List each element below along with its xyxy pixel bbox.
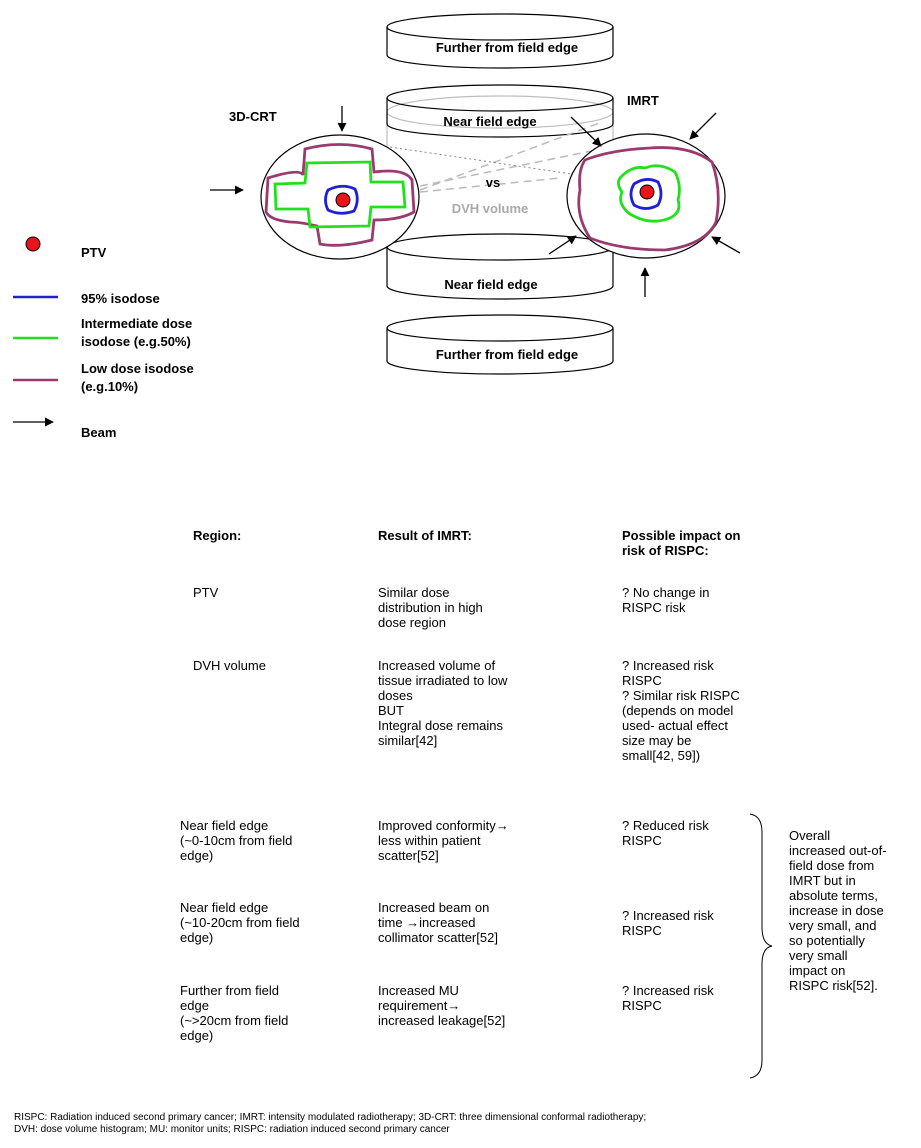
ptv-dot-3dcrt xyxy=(335,192,351,208)
row-result: Increased MU requirement→ increased leak… xyxy=(378,983,506,1028)
table-header-region: Region: xyxy=(193,528,242,543)
low-dose-isodose-3dcrt xyxy=(264,143,416,247)
table-header-result: Result of IMRT: xyxy=(378,528,472,543)
row-region: DVH volume xyxy=(193,658,266,673)
row-region: Further from field edge (~>20cm from fie… xyxy=(180,983,289,1043)
legend-label-intermediate: Intermediate dose isodose (e.g.50%) xyxy=(81,316,193,349)
row-result: Similar dose distribution in high dose r… xyxy=(378,585,483,630)
cylinder-top-further xyxy=(386,13,614,69)
legend-label-ptv: PTV xyxy=(81,245,107,260)
row-impact: ? Increased risk RISPC xyxy=(622,983,714,1013)
row-result: Increased volume of tissue irradiated to… xyxy=(378,658,508,748)
row-impact: ? Reduced risk RISPC xyxy=(622,818,709,848)
row-result: Improved conformity→ less within patient… xyxy=(378,818,509,863)
legend-label-beam: Beam xyxy=(81,425,117,440)
legend-ptv-dot xyxy=(25,236,41,252)
label-vs: vs xyxy=(486,175,500,190)
connector-lines xyxy=(389,121,607,193)
footnote: RISPC: Radiation induced second primary … xyxy=(14,1112,647,1135)
row-region: PTV xyxy=(193,585,219,600)
beam-arrow-imrt-2 xyxy=(689,112,717,140)
label-bottom-further: Further from field edge xyxy=(436,347,578,362)
row-impact: ? Increased risk RISPC xyxy=(622,908,714,938)
intermediate-isodose-3dcrt xyxy=(273,160,407,229)
label-dvh-volume: DVH volume xyxy=(452,201,529,216)
label-imrt: IMRT xyxy=(627,93,659,108)
beam-arrow-imrt-4 xyxy=(711,236,741,254)
label-top-further: Further from field edge xyxy=(436,40,578,55)
legend-label-low: Low dose isodose (e.g.10%) xyxy=(81,361,194,394)
beam-arrows xyxy=(210,106,741,297)
overall-note: Overall increased out-of- field dose fro… xyxy=(789,828,887,993)
cylinder-top-near xyxy=(386,84,614,138)
patient-3dcrt xyxy=(260,134,420,260)
label-top-near: Near field edge xyxy=(443,114,536,129)
label-bottom-near: Near field edge xyxy=(444,277,537,292)
brace xyxy=(749,813,773,1079)
low-dose-isodose-imrt xyxy=(577,146,720,252)
isodose95-imrt xyxy=(629,178,663,210)
label-3dcrt: 3D-CRT xyxy=(229,109,277,124)
dose-diagram: Further from field edge Near field edge … xyxy=(13,13,741,427)
row-region: Near field edge (~0-10cm from field edge… xyxy=(180,818,293,863)
intermediate-isodose-imrt xyxy=(617,164,681,223)
patient-imrt xyxy=(566,133,726,259)
cylinder-bottom-further xyxy=(386,314,614,375)
row-region: Near field edge (~10-20cm from field edg… xyxy=(180,900,300,945)
row-result: Increased beam on time →increased collim… xyxy=(378,900,498,945)
legend-label-95: 95% isodose xyxy=(81,291,160,306)
cylinder-bottom-near xyxy=(386,233,614,300)
ptv-dot-imrt xyxy=(639,184,655,200)
isodose95-3dcrt xyxy=(324,184,359,215)
table-header-impact: Possible impact on risk of RISPC: xyxy=(622,528,741,558)
row-impact: ? Increased risk RISPC ? Similar risk RI… xyxy=(622,658,740,763)
beam-arrow-imrt-1 xyxy=(570,116,602,147)
beam-arrow-imrt-3 xyxy=(548,235,577,255)
row-impact: ? No change in RISPC risk xyxy=(622,585,710,615)
